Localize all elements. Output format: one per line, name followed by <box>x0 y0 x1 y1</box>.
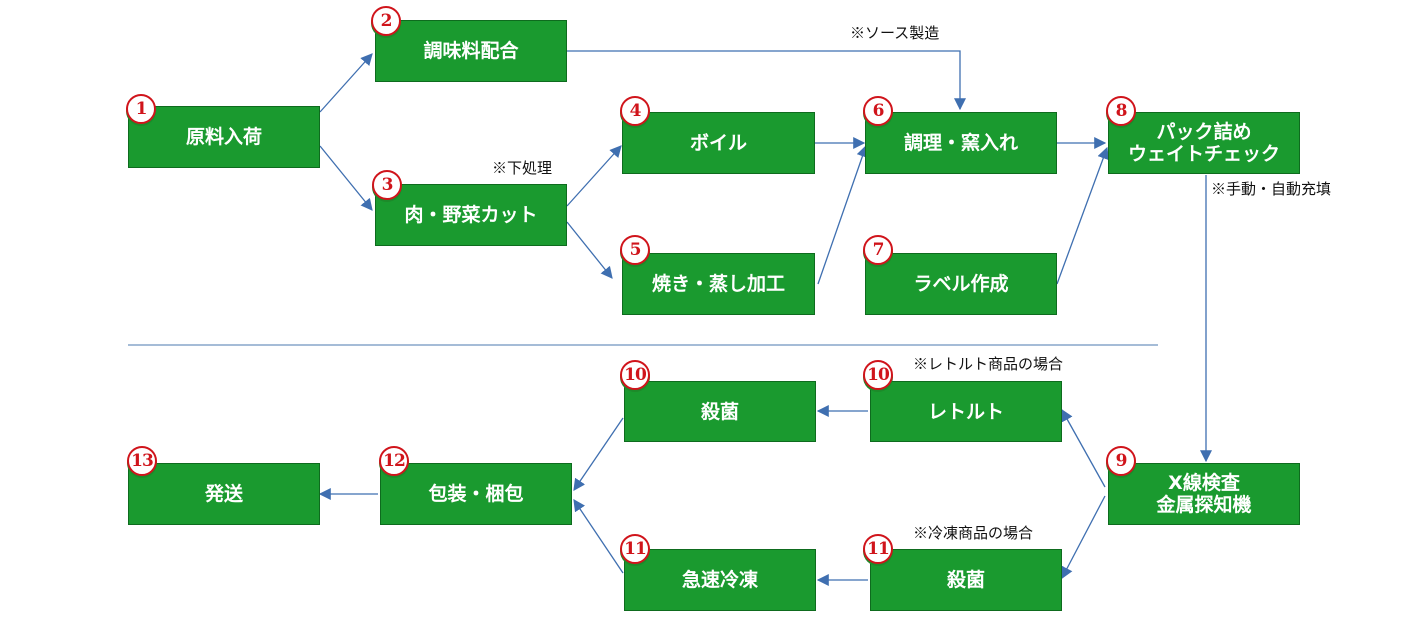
arrow-7-to-8 <box>1056 146 1109 285</box>
step-8-label-line1: パック詰め <box>1156 121 1252 143</box>
step-9-label-line2: 金属探知機 <box>1156 494 1252 516</box>
step-10-retort-number-badge: 10 <box>863 360 893 390</box>
step-11-freeze-number-badge: 11 <box>620 534 650 564</box>
step-10-sterilize-number-badge: 10 <box>620 360 650 390</box>
step-2-label: 調味料配合 <box>423 40 519 62</box>
note-sauce: ※ソース製造 <box>850 24 940 42</box>
arrow-9-to-10 <box>1061 408 1106 488</box>
step-7-label: ラベル作成 <box>913 273 1009 295</box>
step-1-box: 原料入荷 <box>128 106 320 168</box>
step-4-box: ボイル <box>622 112 815 174</box>
arrow-5-to-6 <box>817 144 869 285</box>
step-9-label-line1: X線検査 <box>1168 472 1240 494</box>
note-fill: ※手動・自動充填 <box>1211 180 1332 198</box>
step-2-number-badge: 2 <box>371 6 401 36</box>
step-11-freeze-label: 急速冷凍 <box>681 569 758 591</box>
step-3-label: 肉・野菜カット <box>404 204 538 226</box>
arrow-2-to-6 <box>567 50 966 111</box>
step-7-box: ラベル作成 <box>865 253 1057 315</box>
step-5-box: 焼き・蒸し加工 <box>622 253 815 315</box>
note-frozen: ※冷凍商品の場合 <box>913 524 1034 542</box>
step-10-retort-box: レトルト <box>870 381 1062 442</box>
step-3-number-badge: 3 <box>372 170 402 200</box>
arrow-sterilize-to-pack <box>573 417 624 491</box>
step-11-sterilize-number-badge: 11 <box>863 534 893 564</box>
arrow-9-to-11 <box>1061 495 1106 580</box>
step-11-sterilize-box: 殺菌 <box>870 549 1062 611</box>
step-10-sterilize-label: 殺菌 <box>700 400 739 423</box>
arrow-1-to-2 <box>319 53 373 113</box>
step-6-box: 調理・窯入れ <box>865 112 1057 174</box>
step-6-label: 調理・窯入れ <box>903 132 1018 154</box>
step-13-label: 発送 <box>204 483 243 505</box>
step-2-box: 調味料配合 <box>375 20 567 82</box>
step-10-retort-label: レトルト <box>927 400 1004 423</box>
step-11-sterilize-label: 殺菌 <box>946 569 985 591</box>
step-8-label-line2: ウェイトチェック <box>1127 143 1280 165</box>
step-11-freeze-box: 急速冷凍 <box>624 549 816 611</box>
arrow-3-to-4 <box>566 145 622 207</box>
step-13-box: 発送 <box>128 463 320 525</box>
step-12-number-badge: 12 <box>379 446 409 476</box>
step-12-box: 包装・梱包 <box>380 463 572 525</box>
step-4-number-badge: 4 <box>620 96 650 126</box>
step-9-box: X線検査 金属探知機 <box>1108 463 1300 525</box>
arrow-3-to-5 <box>566 221 613 279</box>
step-12-label: 包装・梱包 <box>428 483 524 505</box>
step-10-sterilize-box: 殺菌 <box>624 381 816 442</box>
step-9-number-badge: 9 <box>1106 446 1136 476</box>
step-8-number-badge: 8 <box>1106 96 1136 126</box>
step-7-number-badge: 7 <box>863 235 893 265</box>
step-1-number-badge: 1 <box>126 94 156 124</box>
step-8-box: パック詰め ウェイトチェック <box>1108 112 1300 174</box>
step-4-label: ボイル <box>689 132 747 154</box>
step-3-box: 肉・野菜カット <box>375 184 567 246</box>
note-prep: ※下処理 <box>492 159 553 177</box>
step-5-number-badge: 5 <box>620 235 650 265</box>
step-5-label: 焼き・蒸し加工 <box>651 273 785 295</box>
note-retort: ※レトルト商品の場合 <box>913 355 1064 373</box>
step-6-number-badge: 6 <box>863 96 893 126</box>
arrow-freeze-to-pack <box>573 499 624 574</box>
step-1-label: 原料入荷 <box>185 126 262 148</box>
step-13-number-badge: 13 <box>127 446 157 476</box>
arrow-1-to-3 <box>319 145 373 211</box>
